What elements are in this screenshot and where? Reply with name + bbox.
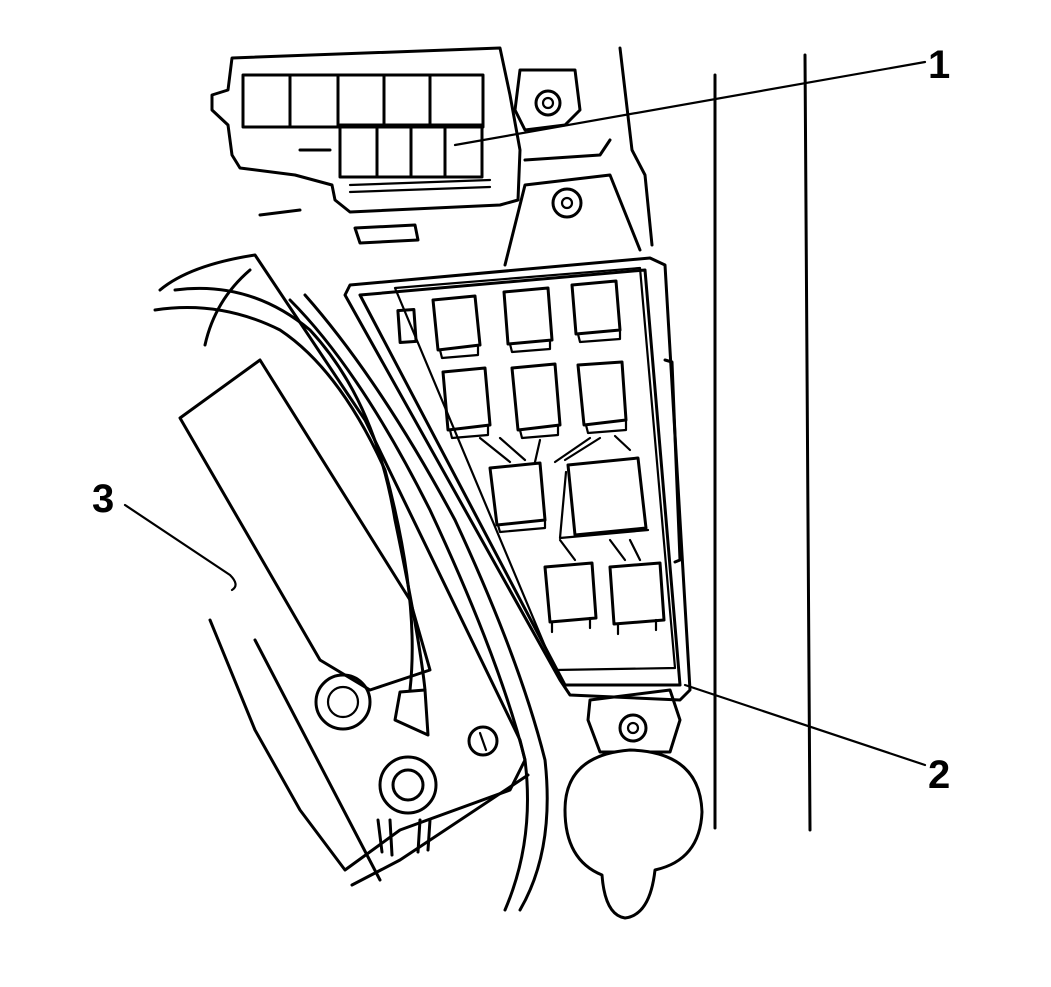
relay-row-4 — [543, 561, 666, 636]
relay-block-top-tab — [503, 173, 642, 267]
callout-1-leader — [453, 60, 927, 147]
body-panel-edges — [618, 46, 812, 832]
relay-row-1 — [431, 279, 622, 360]
relay-wiring — [478, 434, 642, 562]
relay-block-bottom-tab — [563, 688, 704, 920]
relay-row-3 — [488, 456, 650, 540]
battery-cables — [153, 286, 549, 912]
callout-3-leader — [123, 503, 237, 592]
callout-2-label: 2 — [928, 753, 950, 797]
relay-center-box — [343, 256, 692, 702]
relay-row-2 — [441, 360, 628, 440]
callout-3-label: 3 — [92, 477, 114, 521]
callout-2-leader — [683, 683, 927, 767]
leader-lines — [123, 60, 927, 767]
callout-1-label: 1 — [928, 43, 950, 87]
upper-fuse-block — [210, 46, 522, 245]
